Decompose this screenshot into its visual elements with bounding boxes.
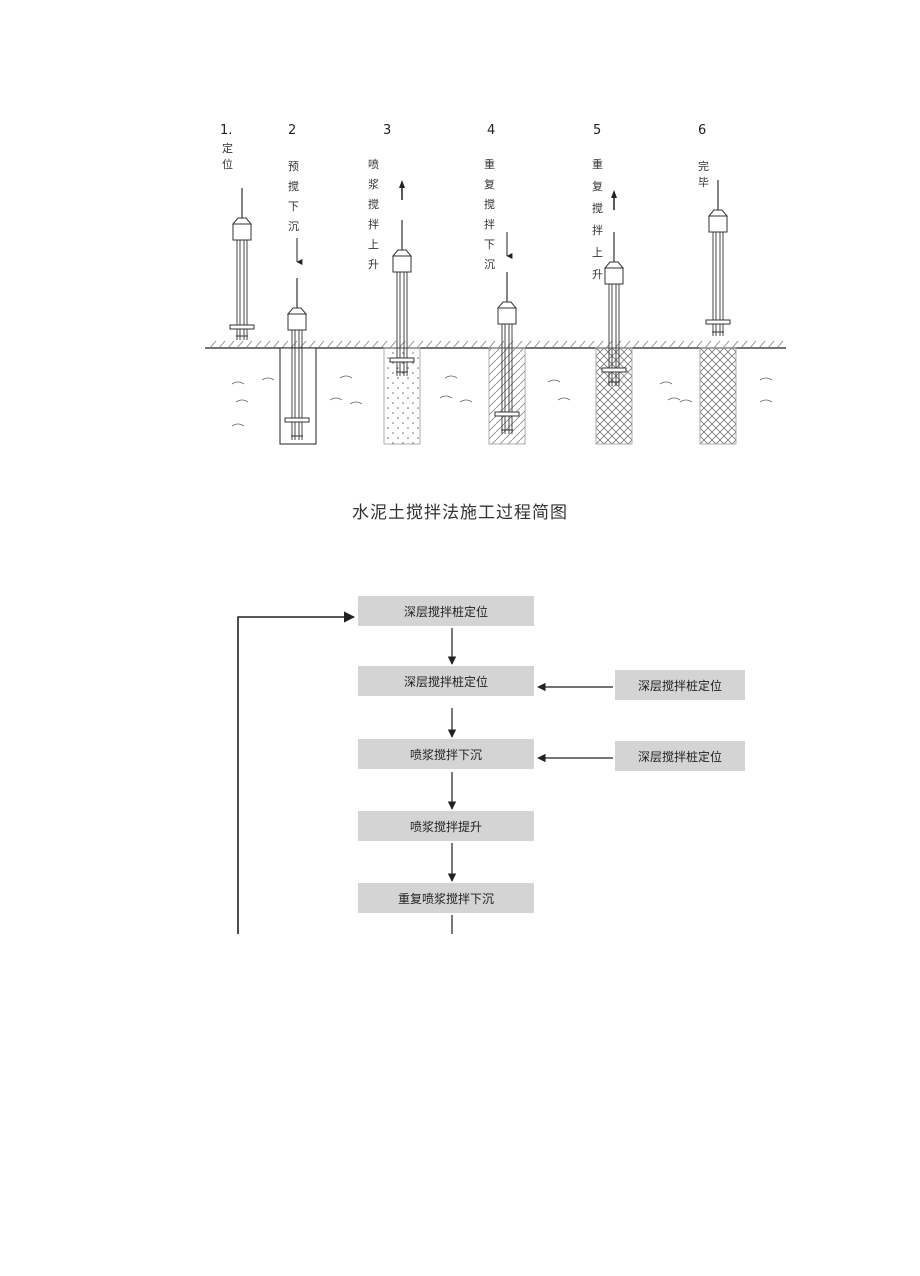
step-label-char: 搅 [484,197,495,211]
ground-hatching [209,340,784,349]
step-label-char: 下 [288,200,299,213]
step-label-char: 升 [368,258,379,271]
soil-marks [231,375,773,427]
svg-text:喷浆搅拌提升: 喷浆搅拌提升 [410,819,482,834]
rig-step-1 [229,188,255,340]
step-label-char: 复 [592,179,603,193]
step-label-char: 重 [592,157,603,171]
flow-step-3: 喷浆搅拌下沉 [358,739,534,769]
svg-text:喷浆搅拌下沉: 喷浆搅拌下沉 [410,747,482,762]
step-label-char: 完 [698,159,709,173]
rig-step-2 [284,278,310,440]
rig-step-5 [601,232,627,386]
step-label-char: 拌 [484,217,495,231]
step-label-char: 毕 [698,176,709,189]
flow-step-2: 深层搅拌桩定位 [358,666,534,696]
step-label-char: 复 [484,177,495,191]
rig-step-6 [705,180,731,336]
hole-step-2 [279,347,317,445]
step-number-1: 1. [220,123,232,138]
step-label-char: 位 [222,157,233,171]
flow-step-4: 喷浆搅拌提升 [358,811,534,841]
step-label-6: 完毕 [698,159,709,189]
rig-step-3 [389,220,415,376]
step-number-3: 3 [383,123,391,138]
svg-text:深层搅拌桩定位: 深层搅拌桩定位 [638,749,722,764]
step-label-char: 升 [592,268,603,281]
step-label-char: 拌 [368,217,379,231]
step-label-char: 搅 [592,201,603,215]
rig-step-4 [494,272,520,434]
step-label-char: 喷 [368,158,379,171]
diagram-caption: 水泥土搅拌法施工过程简图 [352,503,568,523]
step-label-char: 上 [368,238,379,251]
svg-text:深层搅拌桩定位: 深层搅拌桩定位 [404,674,488,689]
hole-step-6 [699,347,737,445]
flow-step-5: 重复喷浆搅拌下沉 [358,883,534,913]
hole-step-4 [488,347,526,445]
process-flowchart: 深层搅拌桩定位 深层搅拌桩定位 喷浆搅拌下沉 喷浆搅拌提升 重复喷浆搅拌下沉 深… [237,596,745,934]
flow-side-2: 深层搅拌桩定位 [615,741,745,771]
step-number-5: 5 [593,123,601,138]
step-label-char: 定 [222,141,233,155]
hole-step-5 [595,347,633,445]
step-number-2: 2 [288,123,296,138]
svg-text:深层搅拌桩定位: 深层搅拌桩定位 [404,604,488,619]
step-number-6: 6 [698,123,706,138]
step-label-char: 预 [288,160,299,173]
flow-loop-back [237,611,356,934]
step-label-char: 沉 [288,220,299,233]
step-label-1: 定位 [222,141,233,171]
step-label-char: 上 [592,246,603,259]
step-label-char: 重 [484,157,495,171]
step-number-4: 4 [487,123,495,138]
step-label-char: 搅 [368,197,379,211]
step-label-char: 沉 [484,258,495,271]
hole-step-3 [383,347,421,445]
step-label-char: 拌 [592,223,603,237]
flow-step-1: 深层搅拌桩定位 [358,596,534,626]
svg-text:深层搅拌桩定位: 深层搅拌桩定位 [638,678,722,693]
step-label-char: 下 [484,238,495,251]
flow-side-1: 深层搅拌桩定位 [615,670,745,700]
step-label-char: 搅 [288,179,299,193]
step-label-char: 浆 [368,177,379,191]
svg-text:重复喷浆搅拌下沉: 重复喷浆搅拌下沉 [398,891,494,906]
